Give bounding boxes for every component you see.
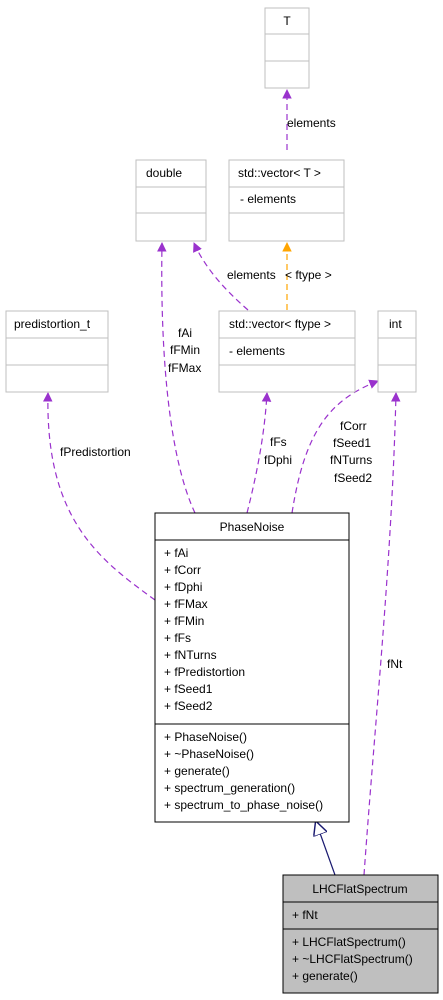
class-double[interactable]: double [135, 159, 207, 242]
label-fAi: fAi [178, 326, 192, 340]
class-vector-ftype-attr-0: - elements [229, 344, 285, 358]
class-lhc-flat-spectrum-title: LHCFlatSpectrum [312, 882, 407, 896]
label-fNt: fNt [387, 657, 403, 671]
class-vector-T-attr-0: - elements [240, 192, 296, 206]
class-vector-T-title: std::vector< T > [238, 166, 321, 180]
method-lhc-generate: + generate() [292, 969, 358, 983]
attr-fSeed2: + fSeed2 [164, 699, 213, 713]
class-int[interactable]: int [377, 310, 417, 393]
label-fFs: fFs [270, 435, 287, 449]
attr-fFMax: + fFMax [164, 597, 208, 611]
class-T[interactable]: T [264, 7, 310, 89]
attr-fCorr: + fCorr [164, 563, 201, 577]
class-vector-T[interactable]: std::vector< T > - elements [228, 159, 345, 242]
class-int-title: int [389, 317, 402, 331]
attr-fNTurns: + fNTurns [164, 648, 217, 662]
method-lhc-ctor: + LHCFlatSpectrum() [292, 935, 406, 949]
method-phase-noise-ctor: + PhaseNoise() [164, 730, 247, 744]
class-predistortion-title: predistortion_t [14, 317, 91, 331]
class-lhc-flat-spectrum[interactable]: LHCFlatSpectrum + fNt + LHCFlatSpectrum(… [282, 874, 439, 994]
label-fFMin: fFMin [170, 343, 200, 357]
phase-noise-attributes: + fAi + fCorr + fDphi + fFMax + fFMin + … [164, 546, 245, 713]
method-phase-noise-dtor: + ~PhaseNoise() [164, 747, 254, 761]
edge-phase-to-predistortion [43, 392, 156, 601]
class-double-title: double [146, 166, 182, 180]
attr-fPredistortion: + fPredistortion [164, 665, 245, 679]
edge-phase-to-int [291, 379, 379, 514]
label-fDphi: fDphi [264, 453, 292, 467]
class-phase-noise-title: PhaseNoise [220, 520, 285, 534]
attr-fFMin: + fFMin [164, 614, 204, 628]
edge-inheritance [316, 822, 336, 876]
phase-noise-methods: + PhaseNoise() + ~PhaseNoise() + generat… [164, 730, 323, 812]
label-fNTurns: fNTurns [330, 453, 372, 467]
class-vector-ftype-title: std::vector< ftype > [229, 317, 331, 331]
method-spectrum-generation: + spectrum_generation() [164, 781, 295, 795]
class-predistortion[interactable]: predistortion_t [5, 310, 109, 393]
edges [43, 89, 401, 876]
edge-phase-to-double [157, 242, 196, 514]
method-generate: + generate() [164, 764, 230, 778]
edge-phase-to-vectorFtype [246, 392, 272, 514]
attr-fDphi: + fDphi [164, 580, 202, 594]
attr-fNt: + fNt [292, 908, 318, 922]
edge-lhc-to-int [363, 392, 401, 876]
method-lhc-dtor: + ~LHCFlatSpectrum() [292, 952, 413, 966]
attr-fSeed1: + fSeed1 [164, 682, 213, 696]
label-fSeed2: fSeed2 [334, 471, 372, 485]
label-template-ftype: < ftype > [285, 268, 332, 282]
label-elements-top: elements [287, 116, 336, 130]
method-spectrum-to-phase-noise: + spectrum_to_phase_noise() [164, 798, 323, 812]
class-phase-noise[interactable]: PhaseNoise + fAi + fCorr + fDphi + fFMax… [154, 512, 350, 823]
label-fSeed1: fSeed1 [333, 436, 371, 450]
edge-labels: elements elements < ftype > fAi fFMin fF… [60, 116, 403, 671]
attr-fFs: + fFs [164, 631, 191, 645]
label-elements-mid: elements [227, 268, 276, 282]
label-fFMax: fFMax [168, 361, 201, 375]
attr-fAi: + fAi [164, 546, 188, 560]
class-vector-ftype[interactable]: std::vector< ftype > - elements [218, 310, 356, 393]
label-fPredistortion: fPredistortion [60, 445, 131, 459]
class-T-title: T [283, 14, 291, 28]
label-fCorr: fCorr [340, 419, 367, 433]
edge-vectorFtype-to-double [193, 242, 249, 311]
